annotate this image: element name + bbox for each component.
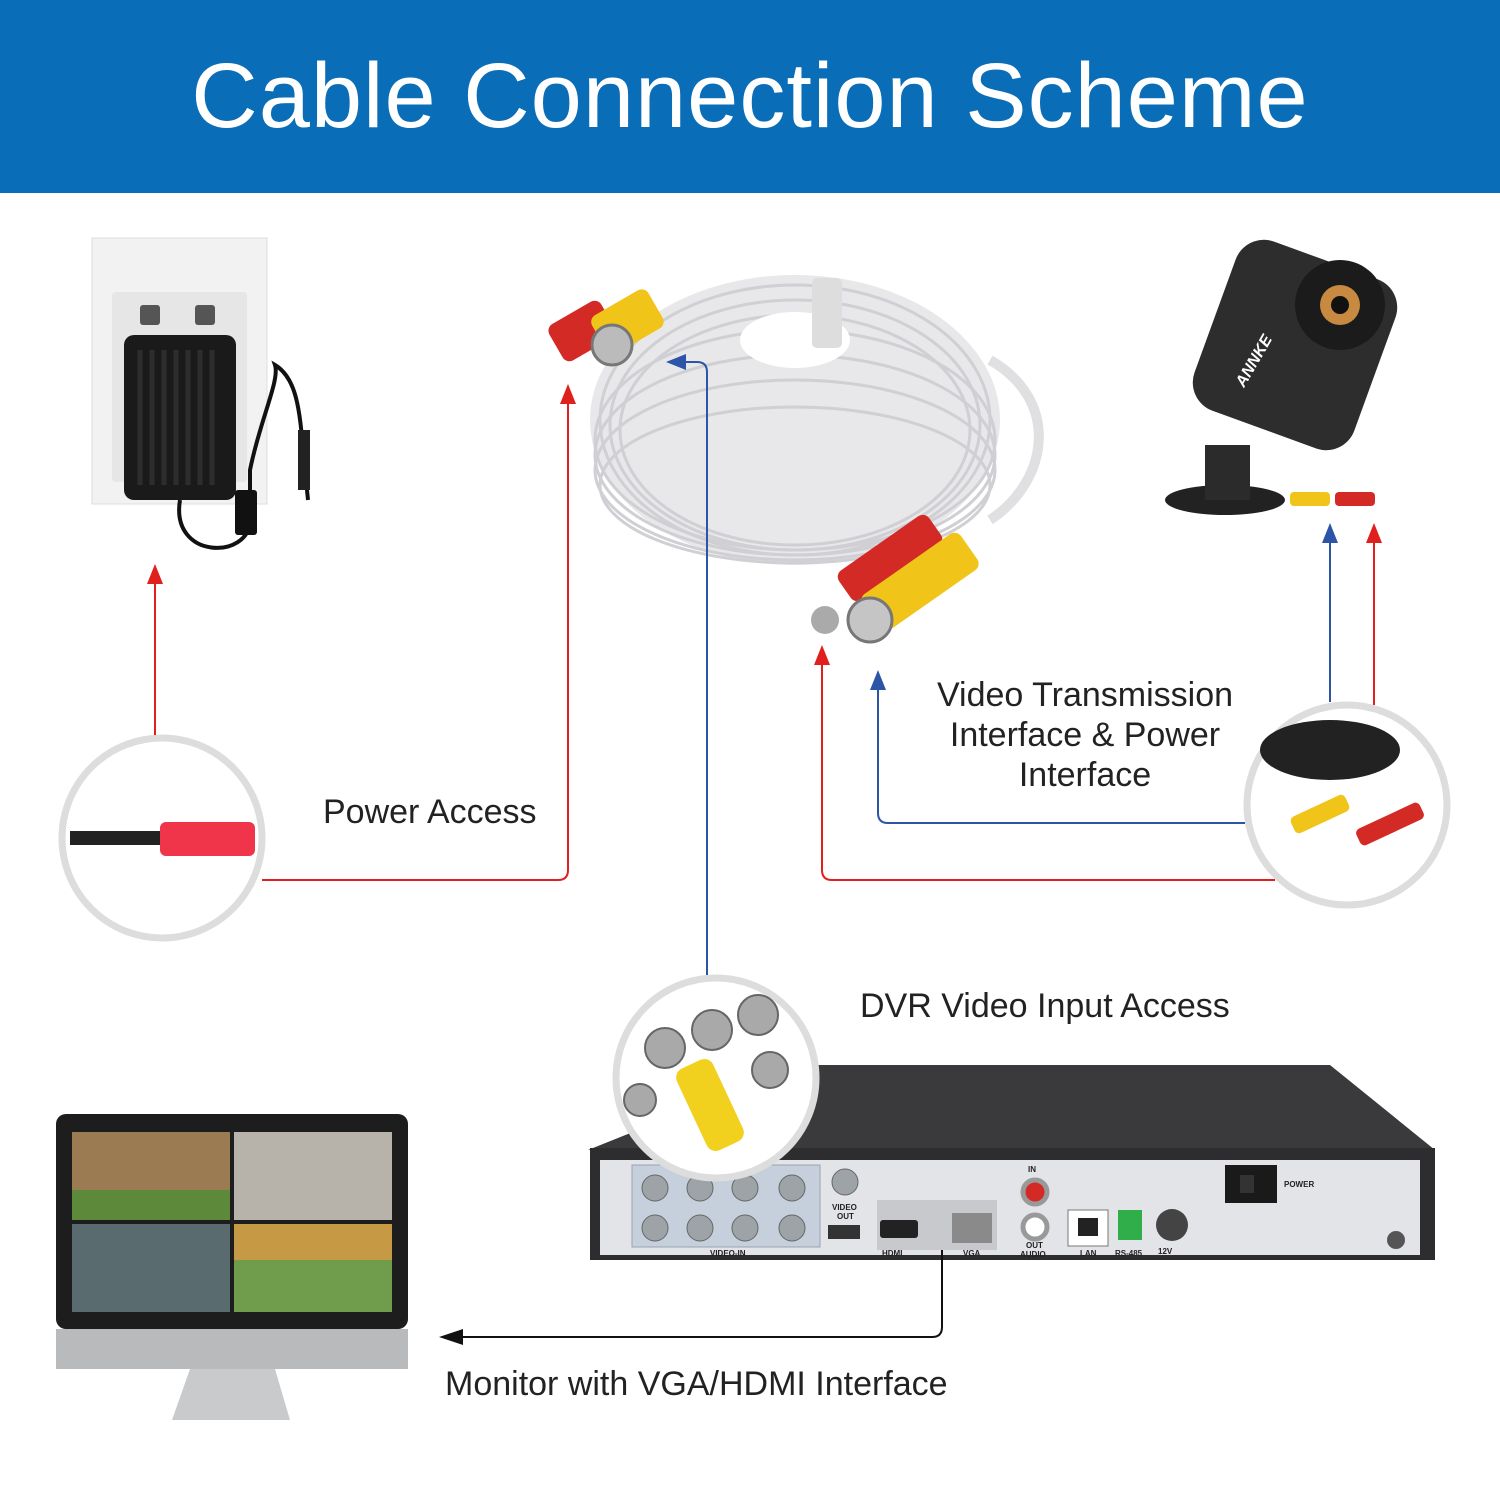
power-access-label: Power Access	[323, 793, 537, 831]
dvr-label-rs485: RS-485	[1115, 1249, 1143, 1258]
monitor-image	[56, 1114, 408, 1420]
bnc-cable-coil-image	[548, 275, 1044, 644]
dvr-input-inset	[612, 974, 820, 1182]
dvr-label-audio-out: OUT	[1026, 1241, 1043, 1250]
cable-power-arrow	[262, 384, 576, 881]
camera-image: ANNKE	[1165, 239, 1398, 515]
dvr-input-label: DVR Video Input Access	[860, 987, 1230, 1025]
video-transmission-line-3: Interface	[1018, 756, 1152, 794]
dvr-label-video-out-1: VIDEO	[832, 1203, 857, 1212]
dvr-label-12v: 12V	[1158, 1247, 1173, 1256]
dvr-label-video-in: VIDEO-IN	[710, 1249, 746, 1258]
camera-connector-inset	[1243, 701, 1451, 909]
dvr-label-power: POWER	[1284, 1180, 1314, 1189]
camera-video-arrow	[870, 670, 1245, 824]
video-transmission-line-1: Video Transmission	[936, 676, 1234, 714]
video-transmission-label: Video Transmission Interface & Power Int…	[900, 675, 1270, 795]
monitor-arrow	[439, 1250, 943, 1345]
dvr-label-vga: VGA	[963, 1249, 981, 1258]
video-transmission-line-2: Interface & Power	[949, 716, 1221, 754]
monitor-label: Monitor with VGA/HDMI Interface	[445, 1365, 948, 1403]
title-banner: Cable Connection Scheme	[0, 0, 1500, 193]
power-plug-inset	[58, 734, 266, 942]
page-title: Cable Connection Scheme	[191, 45, 1309, 147]
power-adapter-image	[91, 237, 310, 550]
dvr-label-hdmi: HDMI	[882, 1249, 902, 1258]
dvr-label-lan: LAN	[1080, 1249, 1097, 1258]
dvr-label-audio: AUDIO	[1020, 1250, 1046, 1259]
camera-power-arrow	[814, 645, 1275, 881]
dvr-video-arrow	[666, 354, 708, 975]
dvr-label-audio-in: IN	[1028, 1165, 1036, 1174]
dvr-label-video-out-2: OUT	[837, 1212, 854, 1221]
